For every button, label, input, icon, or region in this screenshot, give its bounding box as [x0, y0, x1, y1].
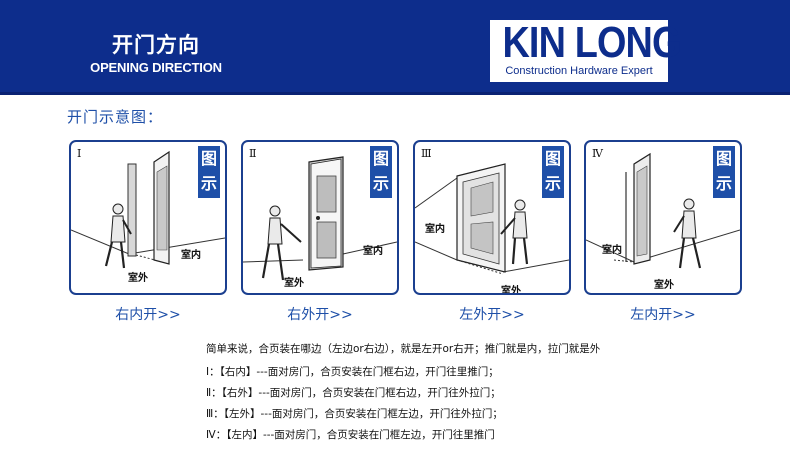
caption-panel-3: 左外开>> — [459, 307, 525, 323]
header-title-cn: 开门方向 — [112, 33, 200, 57]
diagram-panel-2: Ⅱ 图示 室内 室外 — [241, 140, 399, 295]
caption-panel-4: 左内开>> — [630, 307, 696, 323]
badge-char-bottom: 示 — [372, 174, 389, 193]
header-title-en: OPENING DIRECTION — [90, 60, 222, 75]
badge-char-bottom: 示 — [200, 174, 217, 193]
section-title: 开门示意图： — [67, 108, 164, 126]
badge-char-bottom: 示 — [715, 174, 732, 193]
panel-2-label-inside: 室内 — [363, 246, 383, 257]
badge-char-top: 图 — [544, 149, 561, 168]
panel-4-label-inside: 室内 — [602, 245, 622, 256]
rule-line-4: Ⅳ：【左内】---面对房门，合页安装在门框左边，开门往里推门 — [206, 429, 495, 441]
brand-logo: KIN LONG Construction Hardware Expert — [490, 18, 681, 82]
brand-tagline: Construction Hardware Expert — [505, 65, 653, 77]
panel-1-label-inside: 室内 — [181, 250, 201, 261]
caption-panel-1: 右内开>> — [115, 307, 181, 323]
panel-4-badge: 图示 — [713, 146, 735, 198]
header-title: 开门方向 OPENING DIRECTION — [76, 33, 236, 76]
brand-name: KIN LONG — [502, 18, 681, 67]
panel-1-numeral: Ⅰ — [77, 147, 82, 160]
rule-line-3: Ⅲ：【左外】---面对房门，合页安装在门框左边，开门往外拉门； — [206, 408, 503, 420]
diagram-panel-4: Ⅳ 图示 室内 室外 — [584, 140, 742, 295]
header-banner: 开门方向 OPENING DIRECTION KIN LONG Construc… — [0, 0, 790, 92]
badge-char-bottom: 示 — [544, 174, 561, 193]
badge-char-top: 图 — [372, 149, 389, 168]
summary-text: 简单来说，合页装在哪边（左边or右边），就是左开or右开；推门就是内，拉门就是外 — [206, 343, 601, 355]
door-diagram-3 — [415, 163, 569, 275]
header-divider — [0, 92, 790, 95]
panel-3-label-outside: 室外 — [501, 286, 521, 295]
door-diagram-2 — [243, 156, 397, 281]
panel-4-label-outside: 室外 — [654, 280, 674, 291]
badge-char-top: 图 — [715, 149, 732, 168]
panel-4-numeral: Ⅳ — [592, 147, 603, 160]
rule-line-1: Ⅰ：【右内】---面对房门，合页安装在门框右边，开门往里推门； — [206, 366, 499, 378]
diagram-panel-1: Ⅰ 图示 室内 室外 — [69, 140, 227, 295]
panel-3-numeral: Ⅲ — [421, 147, 432, 160]
panel-2-label-outside: 室外 — [284, 278, 304, 289]
panel-3-badge: 图示 — [542, 146, 564, 198]
door-diagram-4 — [586, 152, 740, 269]
caption-panel-2: 右外开>> — [287, 307, 353, 323]
panel-1-badge: 图示 — [198, 146, 220, 198]
panel-2-numeral: Ⅱ — [249, 147, 257, 160]
badge-char-top: 图 — [200, 149, 217, 168]
panel-3-label-inside: 室内 — [425, 224, 445, 235]
diagram-panel-3: Ⅲ 图示 室内 室外 — [413, 140, 571, 295]
panel-2-badge: 图示 — [370, 146, 392, 198]
rule-line-2: Ⅱ：【右外】---面对房门，合页安装在门框右边，开门往外拉门； — [206, 387, 501, 399]
panel-1-label-outside: 室外 — [128, 273, 148, 284]
door-diagram-1 — [71, 150, 225, 269]
